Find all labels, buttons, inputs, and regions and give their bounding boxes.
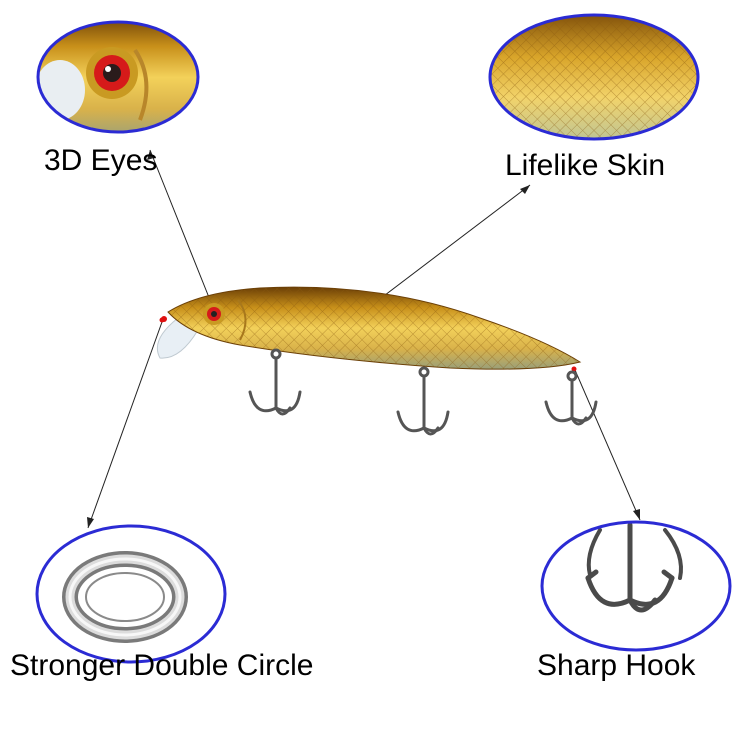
fishing-lure bbox=[156, 286, 582, 370]
feature-label-hook: Sharp Hook bbox=[537, 649, 696, 682]
lure-nose-dot bbox=[161, 316, 167, 322]
treble-hook-icon bbox=[585, 522, 683, 613]
middle-treble-hook-icon bbox=[396, 366, 450, 436]
feature-label-eyes: 3D Eyes bbox=[44, 144, 158, 177]
skin-circle-border bbox=[488, 13, 700, 141]
feature-label-skin: Lifelike Skin bbox=[505, 149, 666, 182]
scale-texture-icon bbox=[490, 15, 698, 139]
skin-closeup-circle bbox=[488, 13, 700, 141]
callout-line-hook bbox=[574, 369, 641, 521]
callout-arrowheads bbox=[87, 150, 640, 528]
arrowhead-hook bbox=[633, 509, 640, 520]
dot-hook bbox=[571, 366, 577, 372]
lure-eye-icon bbox=[203, 303, 225, 325]
front-treble-hook-icon bbox=[248, 348, 302, 416]
hook-circle-border bbox=[540, 520, 732, 652]
eye-circle-border bbox=[36, 20, 200, 134]
ring-circle-border bbox=[35, 524, 227, 664]
eye-closeup-icon bbox=[86, 47, 138, 99]
ring-closeup-circle bbox=[35, 524, 227, 664]
callout-line-skin bbox=[367, 184, 531, 309]
arrowhead-skin bbox=[520, 185, 530, 194]
arrowhead-ring bbox=[87, 517, 94, 528]
lure-gill bbox=[237, 299, 247, 341]
lure-hooks bbox=[248, 348, 598, 436]
callout-line-eyes bbox=[149, 149, 211, 301]
eye-closeup-circle bbox=[36, 20, 200, 134]
lure-scales bbox=[168, 287, 580, 370]
tail-treble-hook-icon bbox=[544, 370, 598, 426]
feature-label-ring: Stronger Double Circle bbox=[10, 649, 314, 682]
split-ring-icon bbox=[62, 551, 188, 643]
hook-closeup-circle bbox=[540, 520, 732, 652]
arrowhead-eyes bbox=[147, 150, 154, 160]
callout-line-ring bbox=[87, 321, 163, 529]
callout-lines bbox=[87, 149, 641, 529]
